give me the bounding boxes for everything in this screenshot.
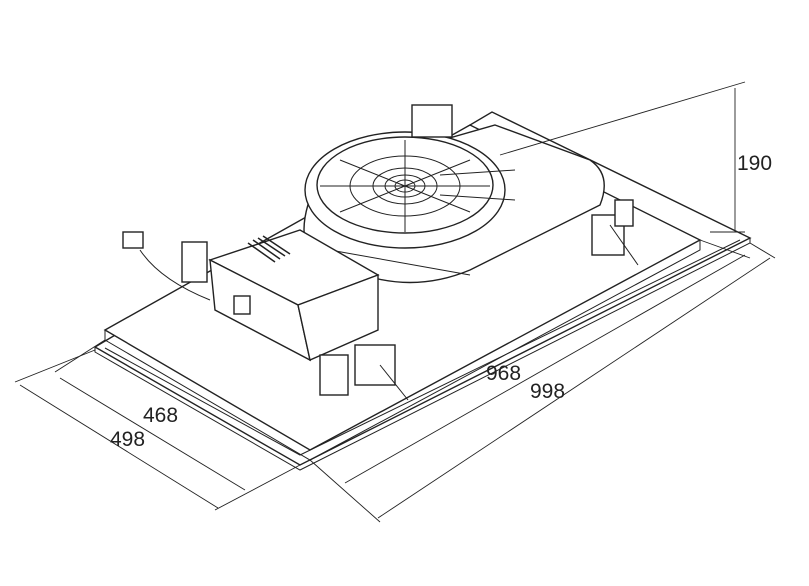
power-cord	[122, 231, 211, 301]
outer-depth-label: 498	[110, 428, 146, 451]
blower-housing	[303, 104, 605, 284]
inner-length-label: 968	[486, 362, 522, 385]
control-box	[181, 229, 380, 362]
dimension-lines	[14, 81, 776, 523]
height-label: 190	[737, 152, 773, 175]
mounting-brackets	[319, 199, 639, 401]
outer-length-label: 998	[530, 380, 566, 403]
inner-depth-label: 468	[143, 404, 179, 427]
